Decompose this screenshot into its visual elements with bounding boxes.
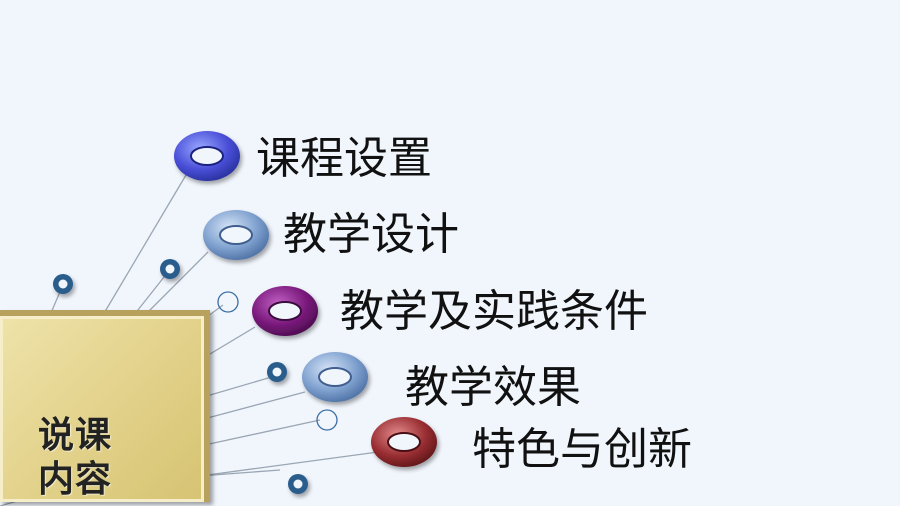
ring-icon-4	[302, 352, 368, 402]
menu-item-features-innovation: 特色与创新	[472, 424, 692, 475]
menu-item-teaching-conditions: 教学及实践条件	[340, 286, 648, 337]
small-ring-2	[160, 259, 180, 279]
title-box: 说课内容	[0, 310, 210, 502]
small-ring-1	[53, 274, 73, 294]
menu-item-teaching-design: 教学设计	[283, 209, 459, 260]
ring-icon-5	[371, 417, 437, 467]
small-ring-3	[267, 362, 287, 382]
ring-icon-1	[174, 131, 240, 181]
outline-ring-2	[316, 409, 338, 431]
outline-ring-1	[217, 291, 239, 313]
menu-item-course-setup: 课程设置	[256, 133, 432, 184]
ring-icon-2	[203, 210, 269, 260]
menu-item-teaching-results: 教学效果	[405, 362, 581, 413]
box-title: 说课内容	[38, 415, 113, 500]
ring-icon-3	[252, 286, 318, 336]
small-ring-4	[288, 474, 308, 494]
